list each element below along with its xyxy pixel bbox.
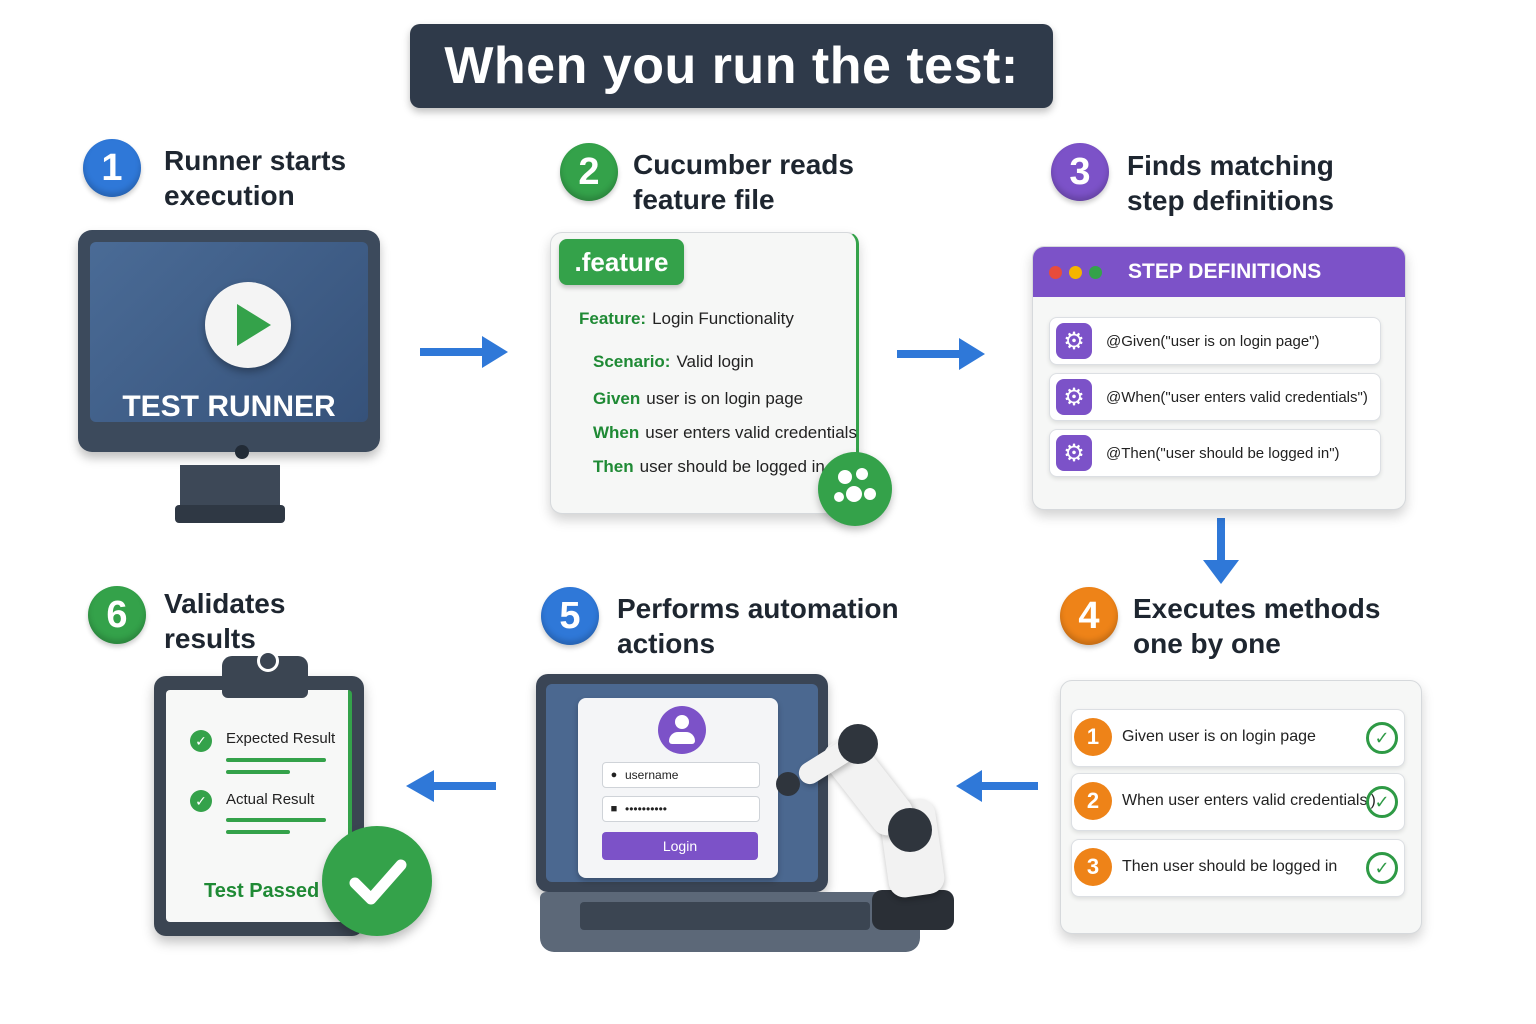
execution-list: 1 Given user is on login page ✓ 2 When u… [1060, 680, 1422, 934]
gear-icon: ⚙ [1056, 435, 1092, 471]
arrow-icon [402, 764, 500, 808]
window-maximize-dot [1089, 266, 1102, 279]
step-definitions-header: STEP DEFINITIONS [1033, 247, 1405, 297]
runner-label: TEST RUNNER [122, 390, 336, 423]
feature-file-card: .feature Feature:Login Functionality Sce… [550, 232, 859, 514]
lock-icon: ■ [610, 803, 618, 815]
execution-row: 3 Then user should be logged in ✓ [1071, 839, 1405, 897]
arrow-icon [1199, 516, 1243, 586]
execution-text: Given user is on login page [1122, 728, 1316, 745]
test-runner-monitor: TEST RUNNER [78, 230, 380, 459]
robot-arm-icon [872, 890, 954, 930]
window-minimize-dot [1069, 266, 1082, 279]
gear-icon: ⚙ [1056, 323, 1092, 359]
window-close-dot [1049, 266, 1062, 279]
laptop-keyboard [540, 892, 920, 952]
check-icon: ✓ [1366, 786, 1398, 818]
execution-number: 2 [1074, 782, 1112, 820]
step-1-number: 1 [83, 139, 141, 197]
scenario-line: Scenario:Valid login [593, 352, 754, 371]
step-definitions-window: STEP DEFINITIONS ⚙ @Given("user is on lo… [1032, 246, 1406, 510]
robot-joint [888, 808, 932, 852]
robot-joint [838, 724, 878, 764]
monitor-display: TEST RUNNER [90, 242, 368, 423]
execution-number: 3 [1074, 848, 1112, 886]
user-icon [658, 706, 706, 754]
feature-tab: .feature [559, 239, 684, 285]
check-icon [322, 826, 432, 936]
step-4-number: 4 [1060, 587, 1118, 645]
step-5-label: Performs automation actions [617, 593, 899, 659]
power-dot [235, 445, 249, 459]
execution-row: 1 Given user is on login page ✓ [1071, 709, 1405, 767]
username-field[interactable]: ● username [602, 762, 760, 788]
execution-text: When user enters valid credentials') [1122, 792, 1376, 809]
step-definition-row: ⚙ @Given("user is on login page") [1049, 317, 1381, 365]
step-definition-row: ⚙ @When("user enters valid credentials") [1049, 373, 1381, 421]
play-icon [205, 282, 291, 368]
diagram-title: When you run the test: [410, 24, 1053, 108]
arrow-icon [952, 764, 1042, 808]
check-icon: ✓ [190, 790, 212, 812]
login-button[interactable]: Login [602, 832, 758, 860]
step-4-label: Executes methods one by one [1133, 593, 1381, 659]
password-field[interactable]: ■ •••••••••• [602, 796, 760, 822]
arrow-icon [416, 330, 512, 374]
clipboard-clip [222, 650, 308, 698]
robot-gripper [776, 772, 800, 796]
step-1-label: Runner starts execution [164, 145, 347, 211]
step-3-number: 3 [1051, 143, 1109, 201]
execution-text: Then user should be logged in [1122, 858, 1338, 875]
gear-icon: ⚙ [1056, 379, 1092, 415]
feature-line: Feature:Login Functionality [579, 309, 794, 328]
step-2-label: Cucumber reads feature file [633, 149, 854, 215]
step-6-number: 6 [88, 586, 146, 644]
login-form: ● username ■ •••••••••• Login [578, 698, 778, 878]
cucumber-logo-icon [818, 452, 892, 526]
execution-row: 2 When user enters valid credentials') ✓ [1071, 773, 1405, 831]
monitor-base [175, 505, 285, 523]
check-icon: ✓ [190, 730, 212, 752]
actual-result-label: Actual Result [226, 791, 315, 808]
step-definitions-title: STEP DEFINITIONS [1128, 260, 1322, 283]
step-3-label: Finds matching step definitions [1127, 150, 1334, 216]
user-icon: ● [610, 769, 618, 781]
expected-result-label: Expected Result [226, 730, 336, 747]
execution-number: 1 [1074, 718, 1112, 756]
check-icon: ✓ [1366, 852, 1398, 884]
arrow-icon [893, 332, 989, 376]
step-5-number: 5 [541, 587, 599, 645]
step-2-number: 2 [560, 143, 618, 201]
step-definition-row: ⚙ @Then("user should be logged in") [1049, 429, 1381, 477]
test-status: Test Passed [204, 880, 320, 902]
step-6-label: Validates results [164, 588, 286, 654]
check-icon: ✓ [1366, 722, 1398, 754]
